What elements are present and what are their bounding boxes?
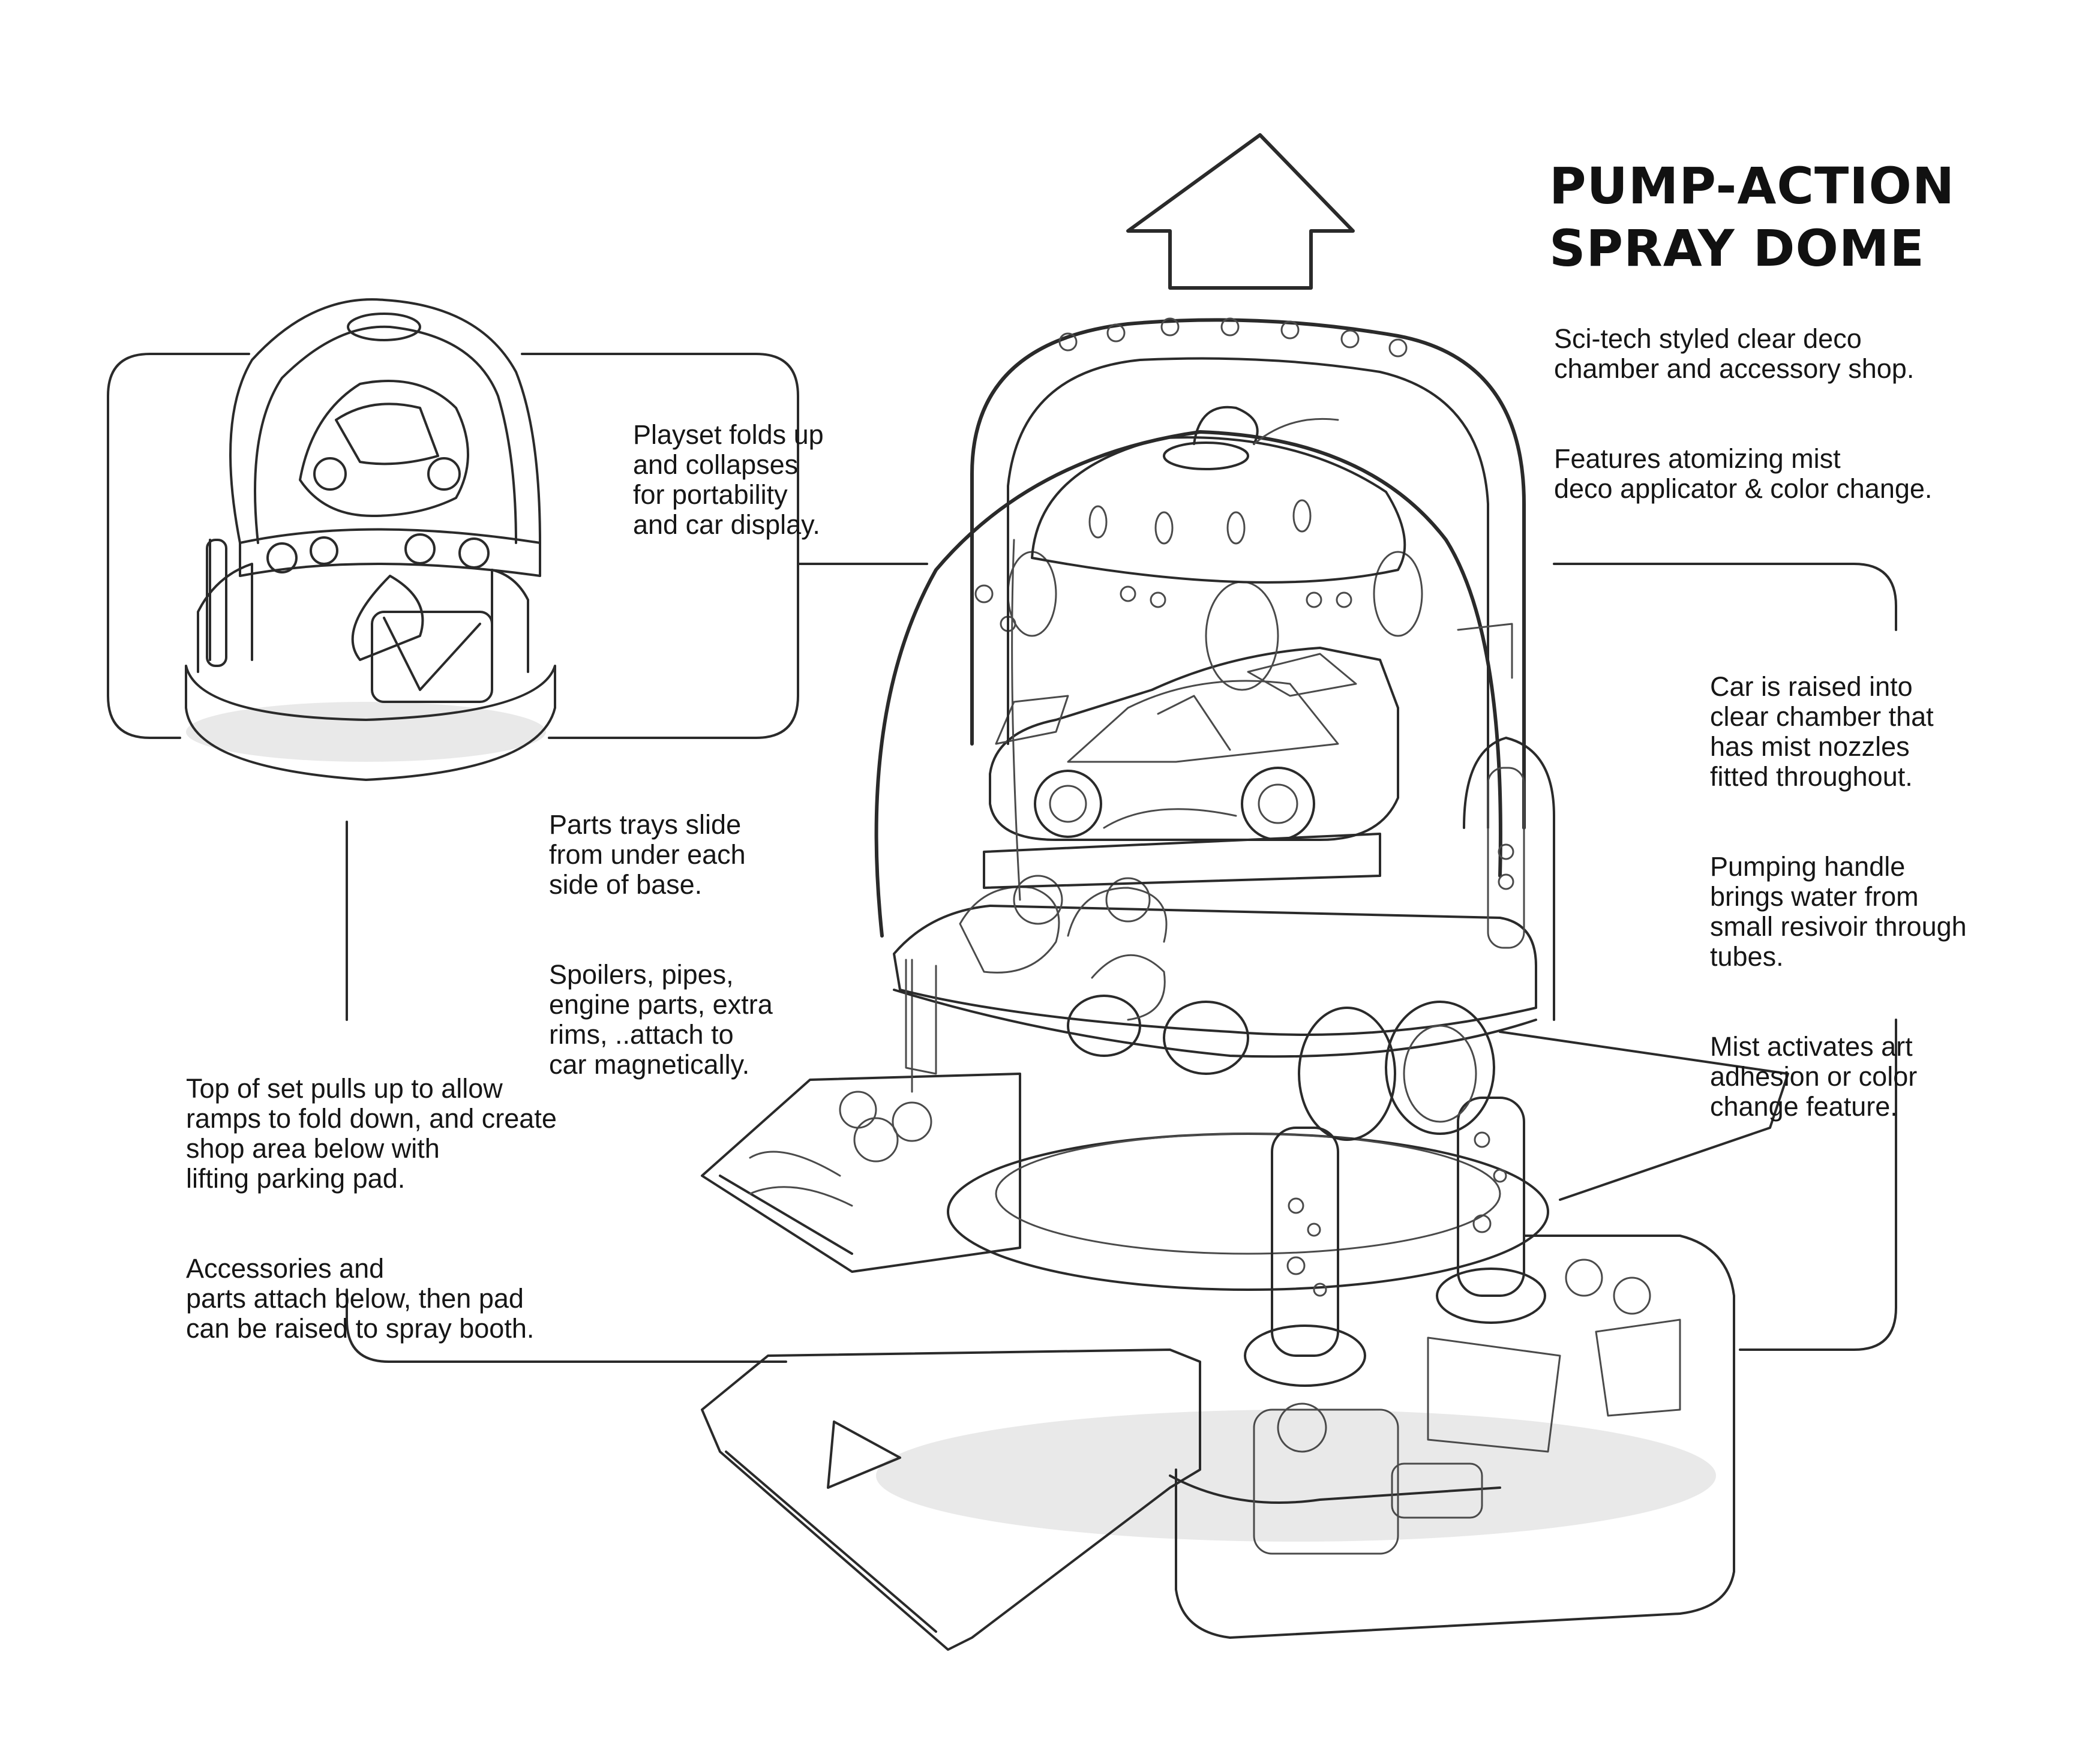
intro-note: Sci-tech styled clear deco chamber and a… [1554, 294, 2064, 534]
accessories-text: Accessories and parts attach below, then… [186, 1253, 535, 1344]
playset-text: Playset folds up and collapses for porta… [633, 419, 824, 540]
folded-playset-illustration [185, 298, 556, 781]
trays-text: Parts trays slide from under each side o… [549, 809, 746, 900]
page-title: PUMP-ACTION SPRAY DOME [1549, 155, 2041, 280]
parts-text: Spoilers, pipes, engine parts, extra rim… [549, 959, 773, 1080]
trays-note: Parts trays slide from under each side o… [549, 780, 861, 1110]
title-line-1: PUMP-ACTION [1549, 157, 1955, 215]
top-note: Top of set pulls up to allow ramps to fo… [186, 1044, 642, 1374]
up-arrow-icon [1126, 133, 1355, 290]
pump-text: Pumping handle brings water from small r… [1710, 851, 1967, 972]
playset-note: Playset folds up and collapses for porta… [633, 390, 903, 570]
spray-dome-illustration [701, 317, 1789, 1651]
chamber-text: Car is raised into clear chamber that ha… [1710, 671, 1934, 792]
mist-text: Mist activates art adhesion or color cha… [1710, 1031, 1918, 1122]
intro-description: Sci-tech styled clear deco chamber and a… [1554, 323, 1915, 384]
chamber-note: Car is raised into clear chamber that ha… [1710, 642, 2046, 1152]
intro-features: Features atomizing mist deco applicator … [1554, 443, 1933, 504]
callout-lines [107, 353, 1897, 1363]
title-line-2: SPRAY DOME [1549, 219, 1925, 278]
top-text: Top of set pulls up to allow ramps to fo… [186, 1073, 557, 1194]
